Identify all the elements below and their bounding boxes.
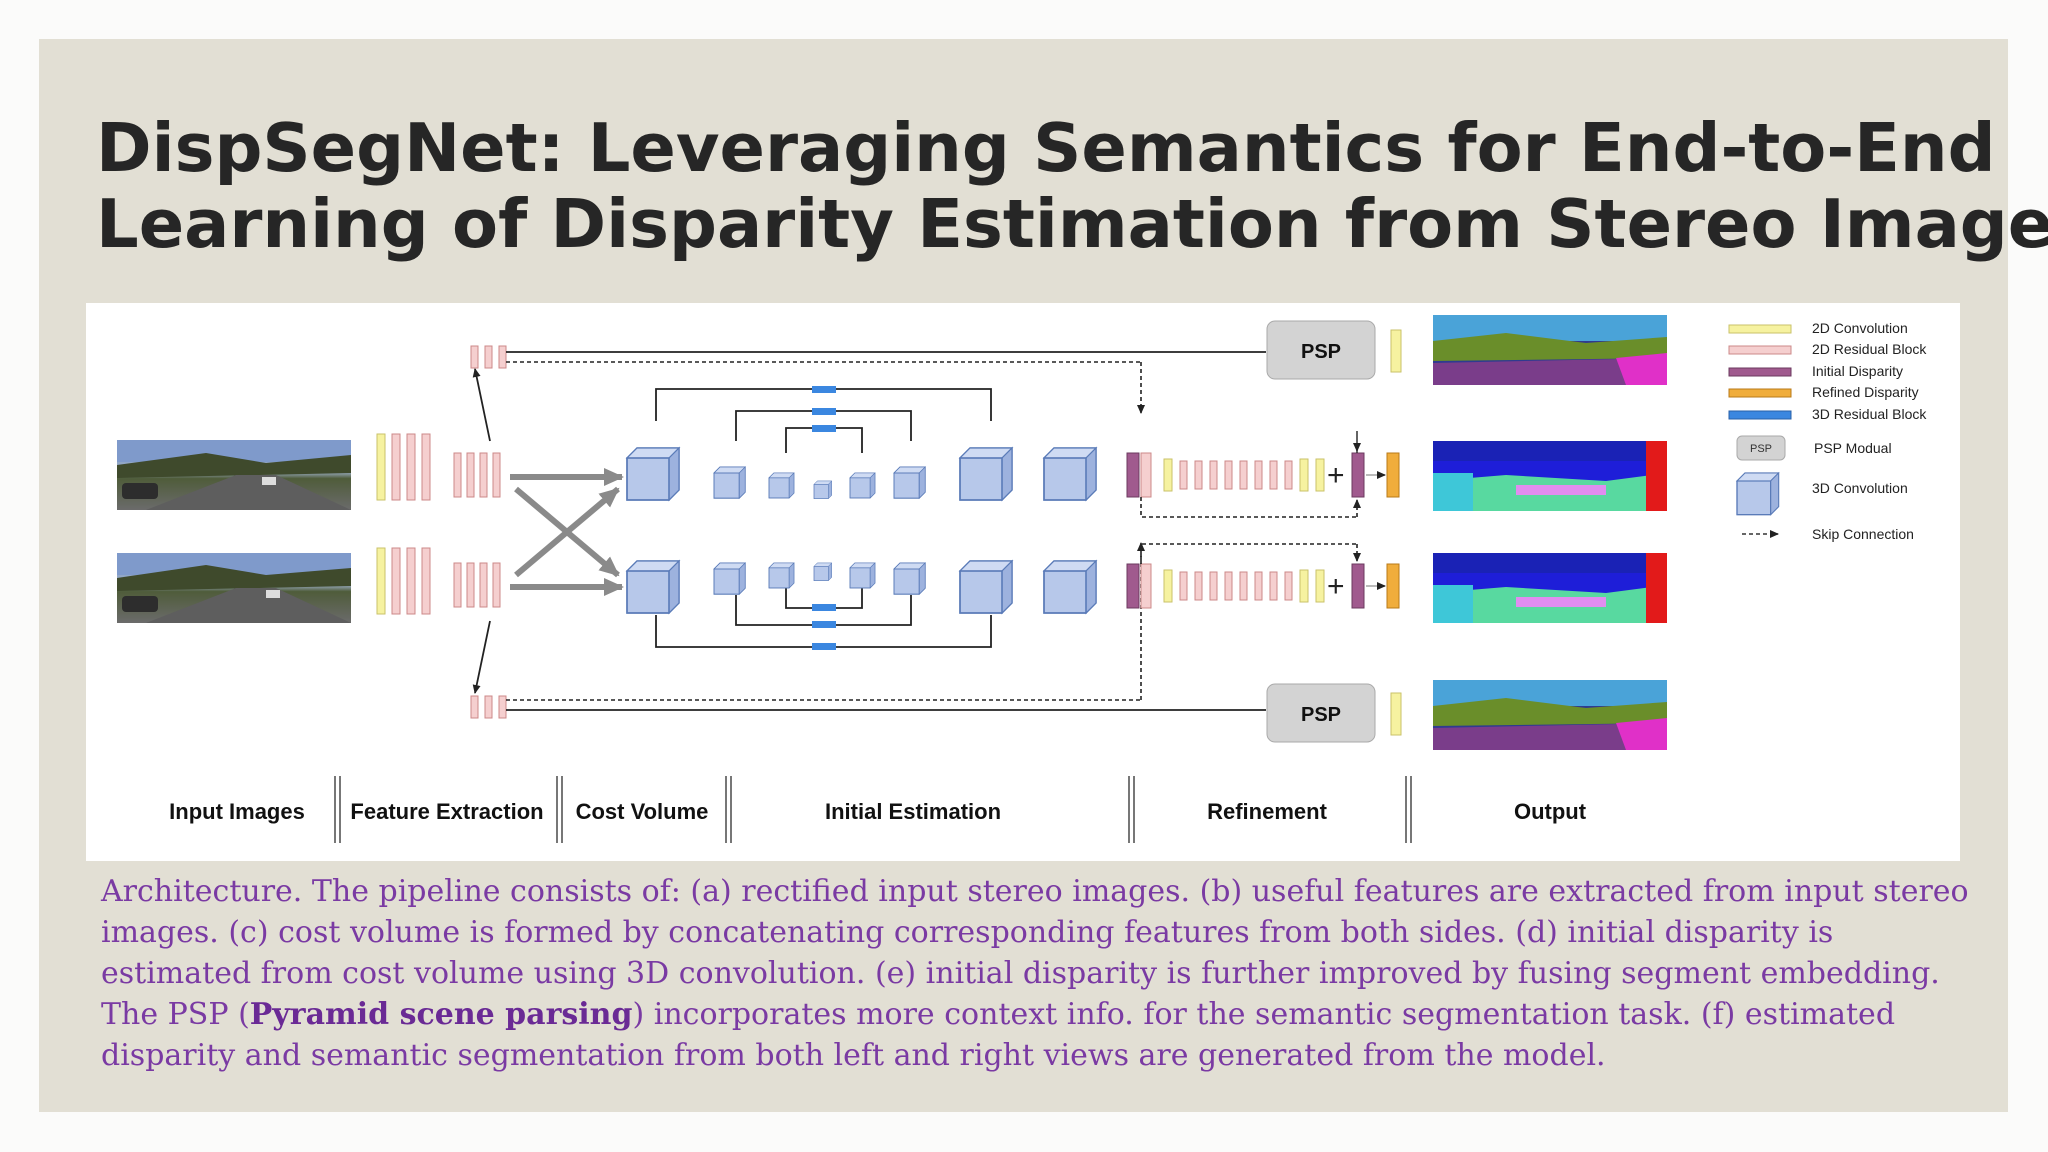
feature-extraction-top [376,433,501,501]
initial-estimation-bottom [626,560,1097,650]
output-segmentation-top [1433,315,1667,385]
title-line-2: Learning of Disparity Estimation from St… [96,185,2048,263]
initial-estimation-top [626,386,1097,501]
psp-module-bottom: PSP [1266,683,1402,743]
architecture-figure: + + [86,303,1960,861]
stage-label-input: Input Images [169,799,305,824]
refinement-bottom: + [1126,543,1400,609]
legend-swatch-initial-disparity [1728,367,1792,377]
cost-volume-arrows [510,468,624,596]
legend-psp-icon-text: PSP [1750,443,1772,455]
legend-label-skip: Skip Connection [1812,526,1914,542]
input-image-right [117,553,351,623]
legend-label-residual2d: 2D Residual Block [1812,341,1927,357]
legend-label-refined-disparity: Refined Disparity [1812,384,1919,400]
output-segmentation-bottom [1433,680,1667,750]
psp-bottom-label: PSP [1301,704,1341,726]
arrow-down-diagonal [472,620,491,694]
caption-bold-psp: Pyramid scene parsing [249,997,633,1032]
plus-sign-bottom: + [1327,570,1345,603]
legend-swatch-residual3d [1728,410,1792,420]
stage-label-feature: Feature Extraction [350,799,543,824]
slide-title: DispSegNet: Leveraging Semantics for End… [96,109,2048,263]
legend-swatch-conv2d [1728,324,1792,334]
figure-caption: Architecture. The pipeline consists of: … [101,871,1981,1076]
caption-part-1: Architecture. The pipeline consists of: … [101,874,1969,1032]
stage-label-initial: Initial Estimation [825,799,1001,824]
legend-label-conv2d: 2D Convolution [1812,320,1908,336]
legend-swatch-refined-disparity [1728,388,1792,398]
legend-psp-icon [1736,435,1786,461]
plus-sign-top: + [1327,459,1345,492]
arrow-up-diagonal [472,368,491,442]
psp-module-top: PSP [1266,320,1402,380]
stage-label-cost: Cost Volume [576,799,709,824]
legend-label-initial-disparity: Initial Disparity [1812,363,1903,379]
residual-small-top [470,345,507,369]
legend-label-residual3d: 3D Residual Block [1812,406,1927,422]
legend-label-conv3d: 3D Convolution [1812,480,1908,496]
architecture-diagram: + + [117,315,1927,843]
caption-part-2: ) incorporates more context info. for th… [101,997,1896,1073]
output-disparity-top [1433,441,1667,511]
output-disparity-bottom [1433,553,1667,623]
stage-label-output: Output [1514,799,1587,824]
stage-separators [334,776,1412,843]
feature-extraction-bottom [376,547,501,615]
residual-small-bottom [470,695,507,719]
refinement-top: + [1126,431,1400,518]
title-line-1: DispSegNet: Leveraging Semantics for End… [96,109,1996,187]
stage-label-refinement: Refinement [1207,799,1327,824]
input-image-left [117,440,351,510]
legend: 2D Convolution 2D Residual Block Initial… [1728,320,1927,542]
legend-label-psp: PSP Modual [1814,440,1892,456]
psp-top-label: PSP [1301,341,1341,363]
legend-swatch-residual2d [1728,345,1792,355]
legend-cube-icon [1736,472,1780,516]
